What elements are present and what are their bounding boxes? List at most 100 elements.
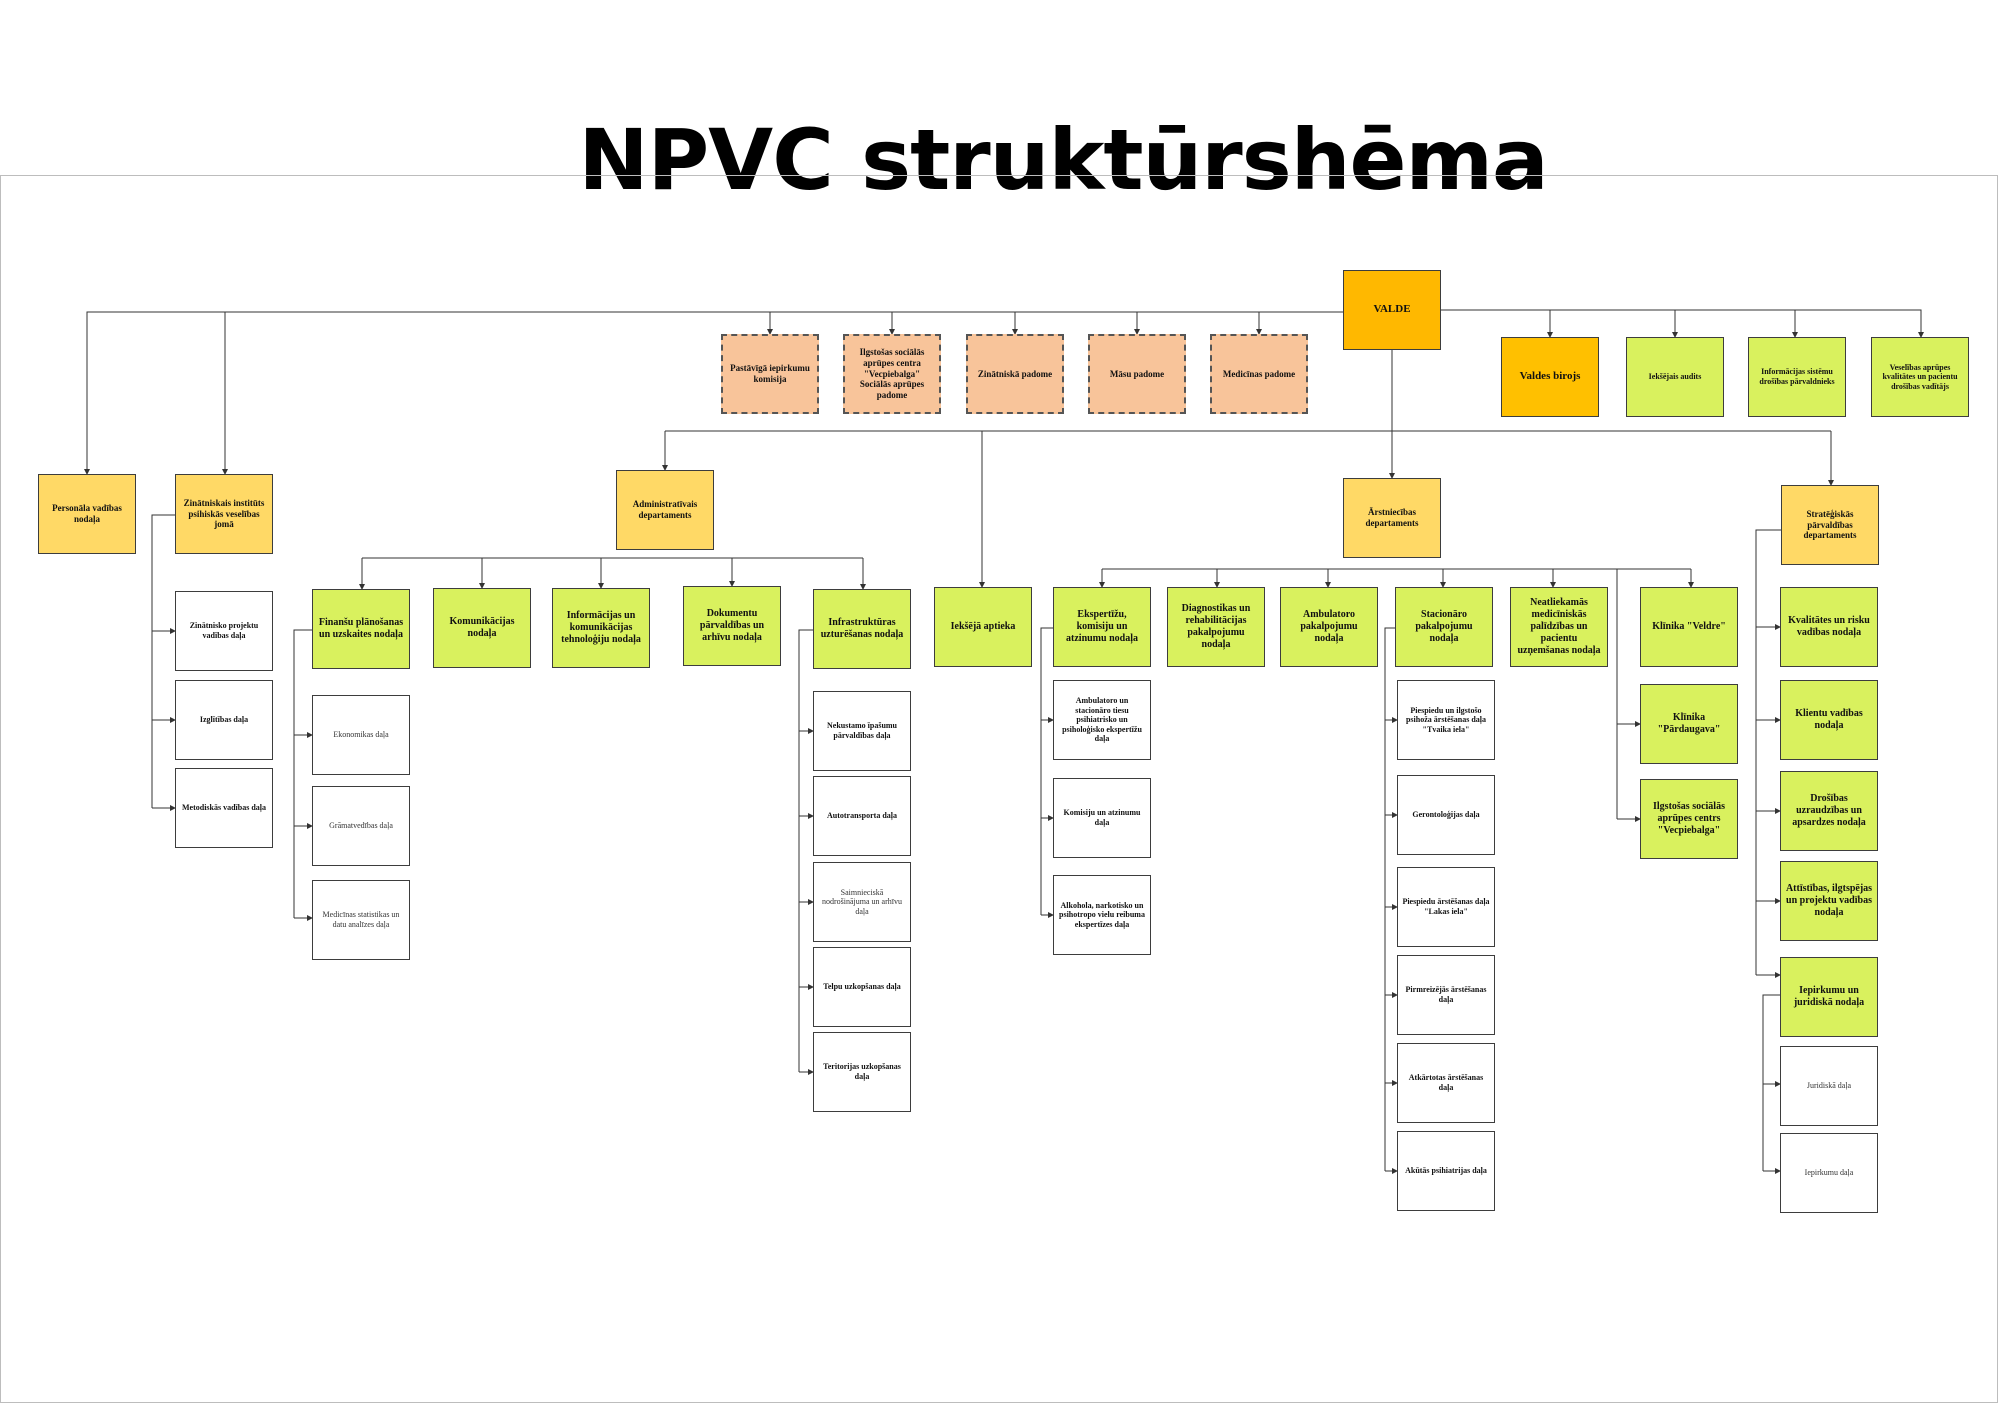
strat-unit-label: Iepirkumu un juridiskā nodaļa bbox=[1793, 985, 1865, 1008]
admin-unit-box: Infrastruktūras uzturēšanas nodaļa bbox=[813, 589, 911, 669]
eksp-sub-label: Ambulatoro un stacionāro tiesu psihiatri… bbox=[1062, 696, 1142, 744]
personala-box: Personāla vadības nodaļa bbox=[38, 474, 136, 554]
arst-unit-label: Neatliekamās medicīniskās palīdzības un … bbox=[1517, 597, 1601, 656]
finance-sub-box: Medicīnas statistikas un datu analīzes d… bbox=[312, 880, 410, 960]
stac-sub-label: Atkārtotas ārstēšanas daļa bbox=[1408, 1073, 1484, 1092]
admin-department-box: Administratīvais departaments bbox=[616, 470, 714, 550]
council-box: Medicīnas padome bbox=[1210, 334, 1308, 414]
council-label: Medicīnas padome bbox=[1222, 368, 1296, 379]
strat-department-label: Stratēģiskās pārvaldības departaments bbox=[1803, 508, 1857, 541]
infra-sub-label: Telpu uzkopšanas daļa bbox=[823, 982, 901, 992]
eksp-sub-box: Alkohola, narkotisko un psihotropo vielu… bbox=[1053, 875, 1151, 955]
stac-sub-label: Piespiedu ārstēšanas daļa "Lakas iela" bbox=[1402, 897, 1490, 916]
valdes-birojs-label: Valdes birojs bbox=[1519, 370, 1581, 383]
jur-sub-box: Iepirkumu daļa bbox=[1780, 1133, 1878, 1213]
infra-sub-label: Saimnieciskā nodrošinājuma un arhīvu daļ… bbox=[822, 887, 902, 916]
stac-sub-box: Gerontoloģijas daļa bbox=[1397, 775, 1495, 855]
stac-sub-label: Akūtās psihiatrijas daļa bbox=[1405, 1166, 1487, 1176]
jur-sub-label: Juridiskā daļa bbox=[1806, 1081, 1852, 1091]
klinika-label: Klīnika "Veldre" bbox=[1652, 621, 1726, 632]
strat-unit-box: Attīstības, ilgtspējas un projektu vadīb… bbox=[1780, 861, 1878, 941]
zin-sub-box: Zinātnisko projektu vadības daļa bbox=[175, 591, 273, 671]
infra-sub-box: Autotransporta daļa bbox=[813, 776, 911, 856]
valde-label: VALDE bbox=[1373, 303, 1411, 316]
strat-unit-box: Kvalitātes un risku vadības nodaļa bbox=[1780, 587, 1878, 667]
arst-department-box: Ārstniecības departaments bbox=[1343, 478, 1441, 558]
page-title: NPVC struktūrshēma bbox=[578, 111, 1548, 209]
arst-unit-label: Ekspertīžu, komisiju un atzinumu nodaļa bbox=[1066, 609, 1138, 644]
infra-sub-box: Saimnieciskā nodrošinājuma un arhīvu daļ… bbox=[813, 862, 911, 942]
eksp-sub-box: Komisiju un atzinumu daļa bbox=[1053, 778, 1151, 858]
valde-box: VALDE bbox=[1343, 270, 1441, 350]
finance-sub-label: Ekonomikas daļa bbox=[333, 730, 389, 740]
iekseja-audita-label: Iekšējais audits bbox=[1648, 372, 1702, 382]
aptieka-label: Iekšējā aptieka bbox=[950, 621, 1016, 632]
klinika-box: Klīnika "Pārdaugava" bbox=[1640, 684, 1738, 764]
council-label: Pastāvīgā iepirkumu komisija bbox=[730, 363, 810, 384]
arst-unit-box: Ambulatoro pakalpojumu nodaļa bbox=[1280, 587, 1378, 667]
diagram-frame bbox=[0, 175, 1998, 1403]
strat-unit-label: Attīstības, ilgtspējas un projektu vadīb… bbox=[1785, 883, 1873, 918]
council-box: Māsu padome bbox=[1088, 334, 1186, 414]
zinatniskais-label: Zinātniskais institūts psihiskās veselīb… bbox=[183, 497, 265, 530]
valdes-birojs-box: Valdes birojs bbox=[1501, 337, 1599, 417]
klinika-label: Klīnika "Pārdaugava" bbox=[1657, 712, 1721, 735]
strat-unit-label: Klientu vadības nodaļa bbox=[1795, 708, 1863, 731]
jur-sub-box: Juridiskā daļa bbox=[1780, 1046, 1878, 1126]
admin-unit-label: Komunikācijas nodaļa bbox=[449, 616, 515, 639]
klinika-box: Klīnika "Veldre" bbox=[1640, 587, 1738, 667]
admin-unit-label: Infrastruktūras uzturēšanas nodaļa bbox=[820, 617, 904, 640]
info-drosiba-label: Informācijas sistēmu drošības pārvaldnie… bbox=[1759, 367, 1835, 386]
klinika-label: Ilgstošas sociālās aprūpes centrs "Vecpi… bbox=[1653, 801, 1725, 836]
infra-sub-box: Teritorijas uzkopšanas daļa bbox=[813, 1032, 911, 1112]
zin-sub-box: Izglītības daļa bbox=[175, 680, 273, 760]
arst-unit-label: Diagnostikas un rehabilitācijas pakalpoj… bbox=[1181, 603, 1251, 650]
arst-department-label: Ārstniecības departaments bbox=[1365, 507, 1419, 528]
eksp-sub-label: Komisiju un atzinumu daļa bbox=[1063, 808, 1141, 827]
admin-unit-box: Dokumentu pārvaldības un arhīvu nodaļa bbox=[683, 586, 781, 666]
stac-sub-label: Piespiedu un ilgstošo psihoža ārstēšanas… bbox=[1405, 705, 1486, 734]
stac-sub-box: Piespiedu ārstēšanas daļa "Lakas iela" bbox=[1397, 867, 1495, 947]
zin-sub-box: Metodiskās vadības daļa bbox=[175, 768, 273, 848]
admin-unit-box: Finanšu plānošanas un uzskaites nodaļa bbox=[312, 589, 410, 669]
infra-sub-box: Nekustamo īpašumu pārvaldības daļa bbox=[813, 691, 911, 771]
personala-label: Personāla vadības nodaļa bbox=[52, 503, 122, 524]
admin-unit-label: Dokumentu pārvaldības un arhīvu nodaļa bbox=[699, 608, 765, 643]
admin-unit-box: Informācijas un komunikācijas tehnoloģij… bbox=[552, 588, 650, 668]
strat-unit-label: Drošības uzraudzības un apsardzes nodaļa bbox=[1792, 793, 1866, 828]
arst-unit-label: Ambulatoro pakalpojumu nodaļa bbox=[1300, 609, 1358, 644]
zin-sub-label: Metodiskās vadības daļa bbox=[181, 803, 267, 813]
strat-unit-label: Kvalitātes un risku vadības nodaļa bbox=[1788, 615, 1870, 638]
klinika-box: Ilgstošas sociālās aprūpes centrs "Vecpi… bbox=[1640, 779, 1738, 859]
stac-sub-box: Pirmreizējās ārstēšanas daļa bbox=[1397, 955, 1495, 1035]
strat-unit-box: Klientu vadības nodaļa bbox=[1780, 680, 1878, 760]
stac-sub-box: Atkārtotas ārstēšanas daļa bbox=[1397, 1043, 1495, 1123]
eksp-sub-box: Ambulatoro un stacionāro tiesu psihiatri… bbox=[1053, 680, 1151, 760]
infra-sub-box: Telpu uzkopšanas daļa bbox=[813, 947, 911, 1027]
eksp-sub-label: Alkohola, narkotisko un psihotropo vielu… bbox=[1059, 900, 1145, 929]
finance-sub-label: Grāmatvedības daļa bbox=[329, 821, 393, 831]
arst-unit-box: Diagnostikas un rehabilitācijas pakalpoj… bbox=[1167, 587, 1265, 667]
zin-sub-label: Zinātnisko projektu vadības daļa bbox=[189, 621, 259, 640]
infra-sub-label: Nekustamo īpašumu pārvaldības daļa bbox=[826, 721, 897, 740]
stac-sub-label: Pirmreizējās ārstēšanas daļa bbox=[1405, 985, 1487, 1004]
jur-sub-label: Iepirkumu daļa bbox=[1804, 1168, 1854, 1178]
council-label: Māsu padome bbox=[1109, 368, 1165, 379]
strat-unit-box: Iepirkumu un juridiskā nodaļa bbox=[1780, 957, 1878, 1037]
info-drosiba-box: Informācijas sistēmu drošības pārvaldnie… bbox=[1748, 337, 1846, 417]
finance-sub-box: Grāmatvedības daļa bbox=[312, 786, 410, 866]
stac-sub-box: Akūtās psihiatrijas daļa bbox=[1397, 1131, 1495, 1211]
iekseja-audita-box: Iekšējais audits bbox=[1626, 337, 1724, 417]
stac-sub-box: Piespiedu un ilgstošo psihoža ārstēšanas… bbox=[1397, 680, 1495, 760]
kvalitate-vaditajs-box: Veselības aprūpes kvalitātes un pacientu… bbox=[1871, 337, 1969, 417]
council-label: Ilgstošas sociālās aprūpes centra "Vecpi… bbox=[859, 347, 925, 401]
aptieka-box: Iekšējā aptieka bbox=[934, 587, 1032, 667]
council-box: Ilgstošas sociālās aprūpes centra "Vecpi… bbox=[843, 334, 941, 414]
arst-unit-box: Stacionāro pakalpojumu nodaļa bbox=[1395, 587, 1493, 667]
council-box: Pastāvīgā iepirkumu komisija bbox=[721, 334, 819, 414]
strat-department-box: Stratēģiskās pārvaldības departaments bbox=[1781, 485, 1879, 565]
arst-unit-box: Ekspertīžu, komisiju un atzinumu nodaļa bbox=[1053, 587, 1151, 667]
admin-unit-box: Komunikācijas nodaļa bbox=[433, 588, 531, 668]
arst-unit-label: Stacionāro pakalpojumu nodaļa bbox=[1415, 609, 1473, 644]
finance-sub-label: Medicīnas statistikas un datu analīzes d… bbox=[322, 910, 400, 929]
